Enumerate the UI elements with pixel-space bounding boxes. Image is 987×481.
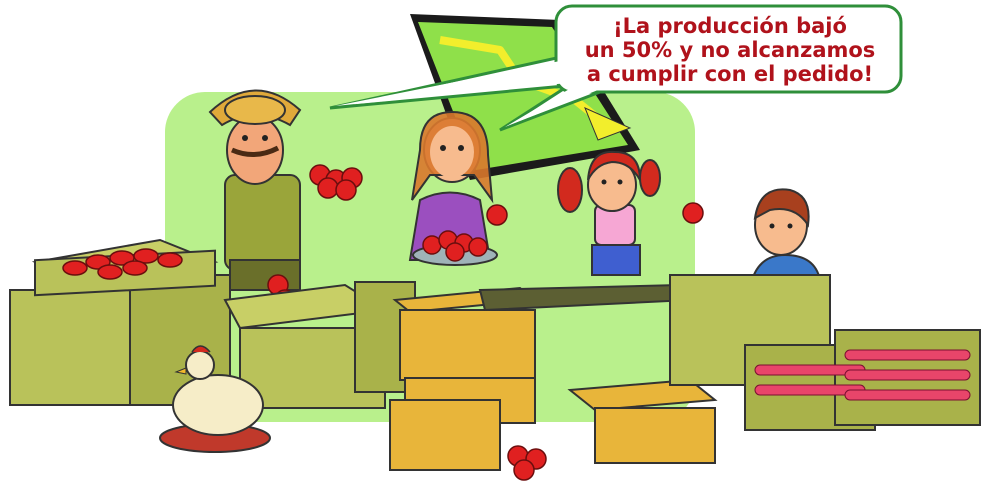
farmer-tomatoes (309, 164, 363, 201)
floor-tomatoes (507, 445, 547, 481)
hen (159, 345, 271, 453)
cardboard-boxes (389, 286, 718, 471)
speech-bubble-text: ¡La producción bajó un 50% y no alcanzam… (560, 14, 900, 86)
speech-line-3: a cumplir con el pedido! (586, 62, 874, 86)
woman-tomatoes (422, 204, 508, 262)
speech-line-2: un 50% y no alcanzamos (584, 38, 876, 62)
speech-bubble (329, 4, 903, 132)
girl (557, 150, 704, 276)
speech-line-1: ¡La producción bajó (613, 14, 847, 38)
boy (750, 188, 822, 281)
right-crate-tomatoes (754, 349, 971, 401)
